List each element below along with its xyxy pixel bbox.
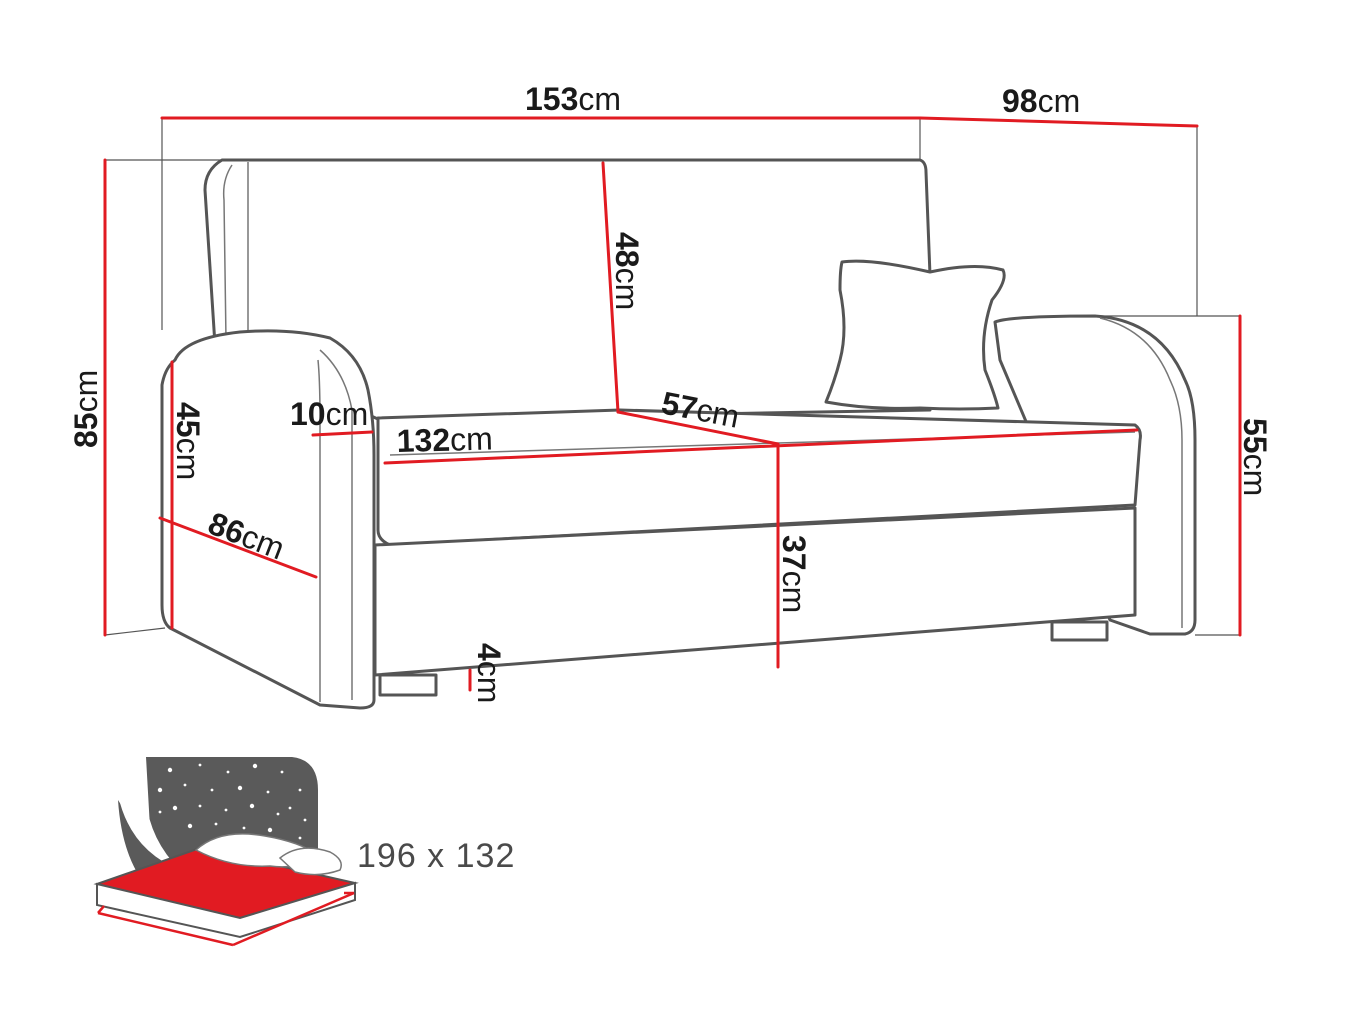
armrest-left-edge [319, 349, 353, 700]
label-depth: 98cm [1002, 83, 1080, 119]
star-icon [198, 763, 202, 767]
label-seat-height: 45cm [170, 402, 206, 480]
sofa-leg-left [378, 673, 438, 697]
star-icon [252, 763, 258, 769]
star-icon [157, 787, 163, 793]
label-seat-depth: 57cm [659, 385, 743, 435]
dim-line-seat-width [383, 428, 1139, 465]
star-icon [198, 804, 202, 808]
label-base-height: 37cm [776, 535, 812, 613]
mattress-side [96, 881, 356, 939]
dimension-lines [103, 116, 1242, 692]
sofa-leg-right [1050, 620, 1109, 642]
star-icon [276, 812, 280, 816]
star-icon [183, 783, 187, 787]
star-icon [298, 836, 302, 840]
sofa-backrest [203, 158, 932, 422]
sleeping-area-size: 196 x 132 [357, 837, 515, 875]
sleeping-length-arrow [97, 911, 234, 947]
sofa-illustration [160, 158, 1197, 710]
star-icon [187, 823, 193, 829]
dim-line-armrest-width [311, 430, 374, 437]
star-icon [280, 770, 284, 774]
star-icon [226, 770, 230, 774]
star-icon [303, 818, 307, 822]
arrow-head-left [97, 905, 105, 914]
sofa-pillow [824, 259, 1006, 411]
label-height: 85cm [68, 370, 104, 448]
extension-lines [104, 118, 1240, 636]
dimension-labels: 153cm 98cm 85cm 48cm 55cm 45cm 10cm 132c… [68, 81, 1273, 703]
dim-line-depth [918, 116, 1199, 128]
sofa-left-armrest [160, 329, 376, 710]
dim-line-side-depth [158, 516, 318, 579]
star-icon [167, 767, 173, 773]
armrest-right-edge [1099, 317, 1183, 628]
backrest-side-panel [222, 164, 233, 341]
star-icon [266, 790, 270, 794]
label-backrest: 48cm [609, 232, 645, 310]
label-leg-height: 4cm [471, 643, 507, 703]
star-icon [158, 810, 162, 814]
star-icon [214, 822, 218, 826]
label-seat-width: 132cm [396, 420, 493, 459]
dim-line-backrest [601, 161, 620, 414]
star-icon [267, 827, 273, 833]
star-icon [298, 788, 302, 792]
star-icon [242, 826, 246, 830]
sofa-seat-cushion [376, 408, 1142, 547]
star-icon [288, 806, 292, 810]
armrest-left-inner [317, 359, 321, 702]
pillow-icon-2 [278, 847, 342, 876]
dim-line-seat-depth [616, 410, 780, 446]
star-icon [249, 803, 255, 809]
moon-icon [118, 795, 180, 870]
star-icon [172, 805, 178, 811]
star-icon [224, 808, 228, 812]
sleeping-width-arrow [232, 891, 355, 947]
star-icon [237, 785, 243, 791]
label-armrest-height: 55cm [1237, 418, 1273, 496]
sleeping-area-icon: 196 x 132 [93, 757, 515, 947]
label-armrest-width: 10cm [290, 396, 368, 432]
star-icon [210, 788, 214, 792]
label-width: 153cm [525, 81, 621, 117]
